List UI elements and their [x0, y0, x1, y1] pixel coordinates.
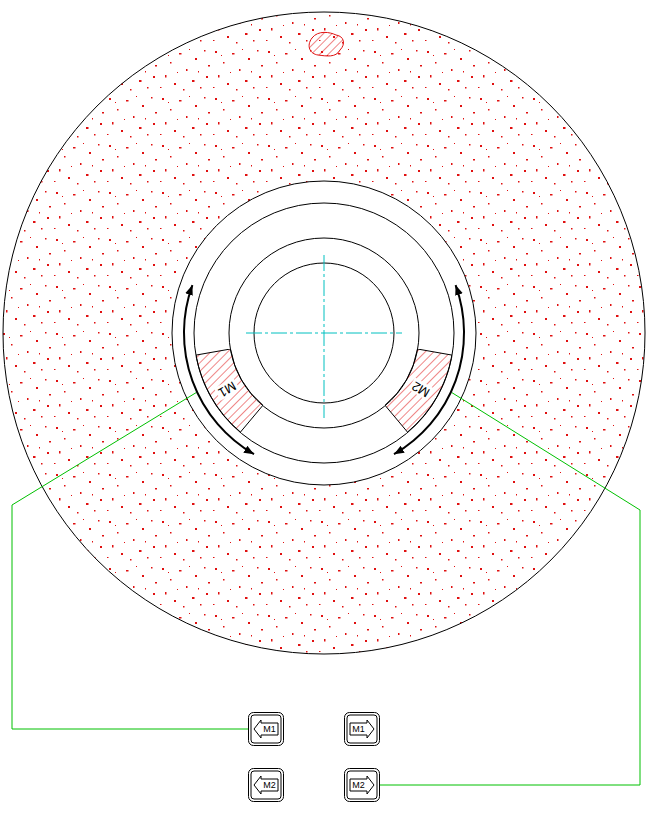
leader-line — [380, 393, 640, 785]
hatched-segment: M2 — [385, 349, 452, 432]
button-label: M1 — [351, 723, 366, 735]
leader-line — [12, 393, 248, 729]
button-label: M2 — [262, 779, 277, 791]
push-button: M1 — [344, 712, 380, 746]
button-label: M1 — [262, 723, 277, 735]
push-button: M2 — [248, 768, 284, 802]
push-button: M1 — [248, 712, 284, 746]
hatched-segment: M1 — [196, 349, 263, 432]
button-label: M2 — [351, 779, 366, 791]
push-button: M2 — [344, 768, 380, 802]
